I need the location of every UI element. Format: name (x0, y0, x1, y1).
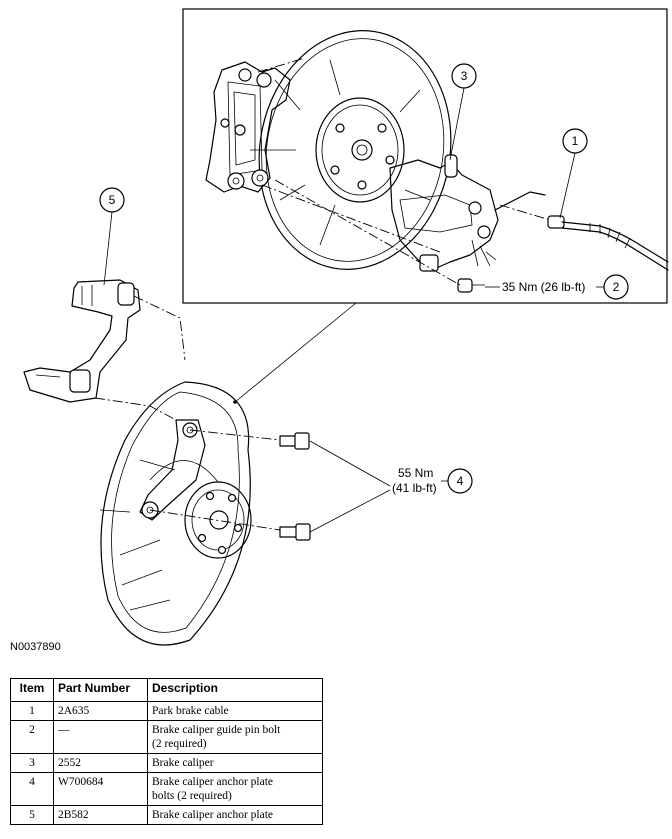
detail-inset-frame (182, 8, 668, 304)
main-dust-shield (99, 381, 252, 646)
cell-description: Brake caliper guide pin bolt(2 required) (147, 720, 323, 754)
svg-text:1: 1 (572, 134, 579, 148)
svg-text:3: 3 (461, 69, 468, 83)
anchor-plate-bolt-lower (279, 523, 311, 541)
svg-text:4: 4 (457, 474, 464, 488)
table-row: 1 2A635 Park brake cable (10, 701, 323, 721)
inset-leader-line (234, 302, 357, 403)
col-header-description: Description (147, 678, 323, 702)
col-header-item: Item (10, 678, 54, 702)
inset-brake-rotor (250, 30, 452, 270)
cell-part-number: 2552 (53, 753, 148, 773)
cell-part-number: — (53, 720, 148, 754)
main-anchor-plate-exploded (23, 279, 186, 421)
col-header-part-number: Part Number (53, 678, 148, 702)
cell-description: Brake caliper (147, 753, 323, 773)
table-row: 3 2552 Brake caliper (10, 753, 323, 773)
cell-part-number: W700684 (53, 772, 148, 806)
callout-1: 1 (559, 128, 588, 219)
cell-item: 2 (10, 720, 54, 754)
svg-text:2: 2 (613, 280, 620, 294)
cell-item: 4 (10, 772, 54, 806)
callout-2: 35 Nm (26 lb-ft) 2 (485, 274, 629, 300)
cell-item: 1 (10, 701, 54, 721)
callout-3: 3 (449, 63, 477, 161)
inset-caliper-bracket (205, 61, 291, 193)
table-row: 2 — Brake caliper guide pin bolt(2 requi… (10, 720, 323, 754)
brake-assembly-diagram: 3 1 35 Nm (26 lb-ft) 2 (10, 8, 669, 653)
torque-guide-pin: 35 Nm (26 lb-ft) (502, 280, 585, 294)
callout-4: 55 Nm (41 lb-ft) 4 (309, 440, 473, 533)
anchor-plate-bolt-upper (279, 432, 310, 450)
inset-park-brake-cable (494, 191, 669, 271)
main-anchor-plate-installed (139, 419, 281, 531)
cell-description: Park brake cable (147, 701, 323, 721)
inset-caliper (257, 57, 499, 293)
cell-item: 5 (10, 805, 54, 825)
svg-text:5: 5 (109, 193, 116, 207)
torque-anchor-nm: 55 Nm (398, 466, 433, 480)
table-row: 5 2B582 Brake caliper anchor plate (10, 805, 323, 825)
cell-part-number: 2B582 (53, 805, 148, 825)
cell-description: Brake caliper anchor plate (147, 805, 323, 825)
cell-item: 3 (10, 753, 54, 773)
callout-5: 5 (99, 187, 125, 286)
cell-part-number: 2A635 (53, 701, 148, 721)
figure-id: N0037890 (10, 641, 61, 653)
parts-table: Item Part Number Description 1 2A635 Par… (10, 678, 323, 825)
table-header-row: Item Part Number Description (10, 678, 323, 702)
torque-anchor-lbft: (41 lb-ft) (392, 481, 437, 495)
